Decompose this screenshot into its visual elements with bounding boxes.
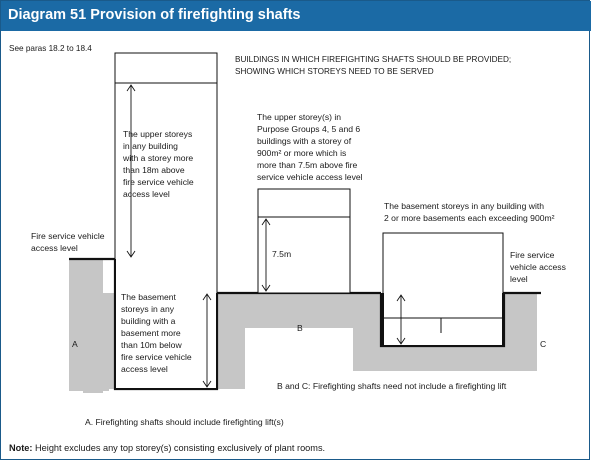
dimension-a-upper [126,84,212,388]
label-basement-c: The basement storeys in any building wit… [384,201,555,223]
label-line: Fire service [510,250,555,260]
building-a-basement-wall [114,259,218,390]
dim-c-arrow-bottom [396,337,406,345]
label-line: with a storey more [122,153,193,163]
label-line: fire service vehicle [123,177,194,187]
label-line: buildings with a storey of [257,136,352,146]
label-access-left: Fire service vehicle access level [31,231,105,253]
footnote-text: Height excludes any top storey(s) consis… [32,443,325,453]
dimension-7-5m-label: 7.5m [272,249,291,259]
heading-line: BUILDINGS IN WHICH FIREFIGHTING SHAFTS S… [235,55,511,64]
label-line: access level [123,189,170,199]
label-line: in any building [123,141,178,151]
label-line: access level [121,364,168,374]
footnote: Note: Height excludes any top storey(s) … [9,443,325,453]
building-a-outline [114,52,218,390]
heading: BUILDINGS IN WHICH FIREFIGHTING SHAFTS S… [235,55,511,76]
dim-b-arrow-bottom [261,284,271,292]
label-line: access level [31,243,78,253]
ground-left-wall [83,293,103,393]
label-line: fire service vehicle [121,352,192,362]
dim-a-basement-arrow-top [202,293,212,301]
label-line: Purpose Groups 4, 5 and 6 [257,124,360,134]
label-basement-a: The basement storeys in any building wit… [121,292,192,374]
footnote-label: Note: [9,443,32,453]
label-line: level [510,274,528,284]
dim-c-arrow-top [396,294,406,302]
dim-a-basement-arrow-bottom [202,380,212,388]
letter-b: B [297,323,303,333]
building-c-outline [382,232,504,347]
building-c [382,232,504,347]
heading-line: SHOWING WHICH STOREYS NEED TO BE SERVED [235,67,434,76]
caption-a: A. Firefighting shafts should include fi… [85,417,284,427]
dim-a-upper-arrow-bottom [126,250,136,258]
label-line: 900m² or more which is [257,148,346,158]
title-bar: Diagram 51 Provision of firefighting sha… [1,1,591,31]
label-access-right: Fire service vehicle access level [510,250,566,284]
letter-a: A [72,339,78,349]
label-line: than 10m below [121,340,182,350]
building-b-outline [257,188,351,294]
label-line: The basement [121,292,177,302]
building-c-basement-wall [382,293,504,347]
diagram-title: Diagram 51 Provision of firefighting sha… [8,7,301,23]
label-line: than 18m above [123,165,185,175]
label-line: more than 7.5m above fire [257,160,358,170]
label-line: The upper storeys [123,129,192,139]
building-b [257,188,351,294]
label-line: service vehicle access level [257,172,363,182]
label-upper-storey-b: The upper storey(s) in Purpose Groups 4,… [257,112,363,182]
reference-text: See paras 18.2 to 18.4 [9,44,92,53]
caption-b-c: B and C: Firefighting shafts need not in… [277,381,507,391]
label-line: building with a [121,316,176,326]
letter-c: C [540,339,546,349]
building-c-frame [382,293,504,347]
building-a [114,52,218,390]
dimension-b [261,218,271,292]
dim-b-arrow-top [261,218,271,226]
label-line: storeys in any [121,304,175,314]
building-a-frame [114,259,218,390]
label-line: 2 or more basements each exceeding 900m² [384,213,555,223]
label-line: basement more [121,328,181,338]
label-line: The upper storey(s) in [257,112,341,122]
label-line: vehicle access [510,262,566,272]
dim-a-upper-arrow-top [126,84,136,92]
dimension-c [396,294,406,345]
label-line: The basement storeys in any building wit… [384,201,544,211]
label-upper-storeys-a: The upper storeys in any building with a… [122,129,194,199]
label-line: Fire service vehicle [31,231,105,241]
